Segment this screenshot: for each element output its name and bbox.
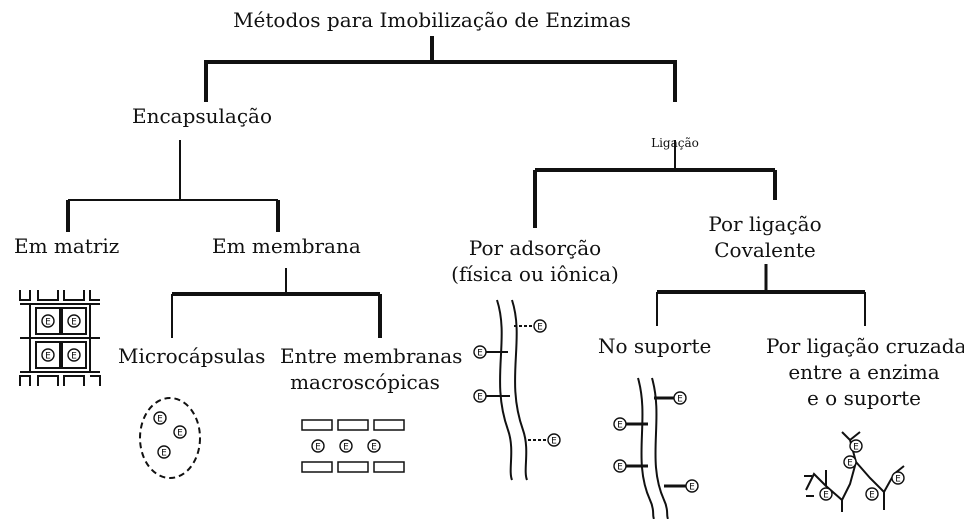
- enzyme-icon: [41, 348, 55, 363]
- enzyme-icon: [673, 391, 687, 406]
- node-entre-membranas-line2: macroscópicas: [290, 370, 440, 394]
- membranes-illustration: [301, 419, 405, 473]
- enzyme-icon: [819, 487, 833, 502]
- node-em-membrana: Em membrana: [212, 234, 361, 258]
- enzyme-icon: [67, 314, 81, 329]
- node-cruzada-line2: entre a enzima: [788, 360, 940, 384]
- enzyme-icon: [473, 345, 487, 360]
- node-adsorcao-line2: (física ou iônica): [451, 262, 619, 286]
- covalent-support-illustration: [626, 377, 686, 519]
- node-ligacao: Ligação: [651, 136, 699, 150]
- node-no-suporte: No suporte: [598, 334, 712, 358]
- node-entre-membranas-line1: Entre membranas: [280, 344, 463, 368]
- diagram-title: Métodos para Imobilização de Enzimas: [233, 8, 631, 32]
- enzyme-icon: [311, 439, 325, 454]
- node-microcapsulas: Microcápsulas: [118, 344, 266, 368]
- enzyme-icon: [533, 319, 547, 334]
- enzyme-icon: [173, 425, 187, 440]
- enzyme-icon: [547, 433, 561, 448]
- node-covalente-line2: Covalente: [714, 238, 816, 262]
- enzyme-icon: [67, 348, 81, 363]
- node-adsorcao-line1: Por adsorção: [468, 236, 602, 260]
- enzyme-icon: [153, 411, 167, 426]
- enzyme-icon: [339, 439, 353, 454]
- enzyme-icon: [367, 439, 381, 454]
- adsorption-support-illustration: [486, 299, 548, 481]
- node-em-matriz: Em matriz: [14, 234, 120, 258]
- enzyme-icon: [843, 455, 857, 470]
- node-covalente-line1: Por ligação: [708, 212, 822, 236]
- enzyme-icon: [685, 479, 699, 494]
- enzyme-icon: [157, 445, 171, 460]
- node-cruzada-line3: e o suporte: [806, 386, 921, 410]
- node-encapsulacao: Encapsulação: [131, 104, 273, 128]
- node-cruzada-line1: Por ligação cruzada: [766, 334, 964, 358]
- enzyme-icon: [41, 314, 55, 329]
- enzyme-icon: [865, 487, 879, 502]
- enzyme-icon: [891, 471, 905, 486]
- matrix-lattice-illustration: [19, 290, 101, 386]
- enzyme-icon: [613, 459, 627, 474]
- microcapsule-illustration: [139, 397, 201, 479]
- enzyme-icon: [849, 439, 863, 454]
- enzyme-icon: [613, 417, 627, 432]
- enzyme-icon: [473, 389, 487, 404]
